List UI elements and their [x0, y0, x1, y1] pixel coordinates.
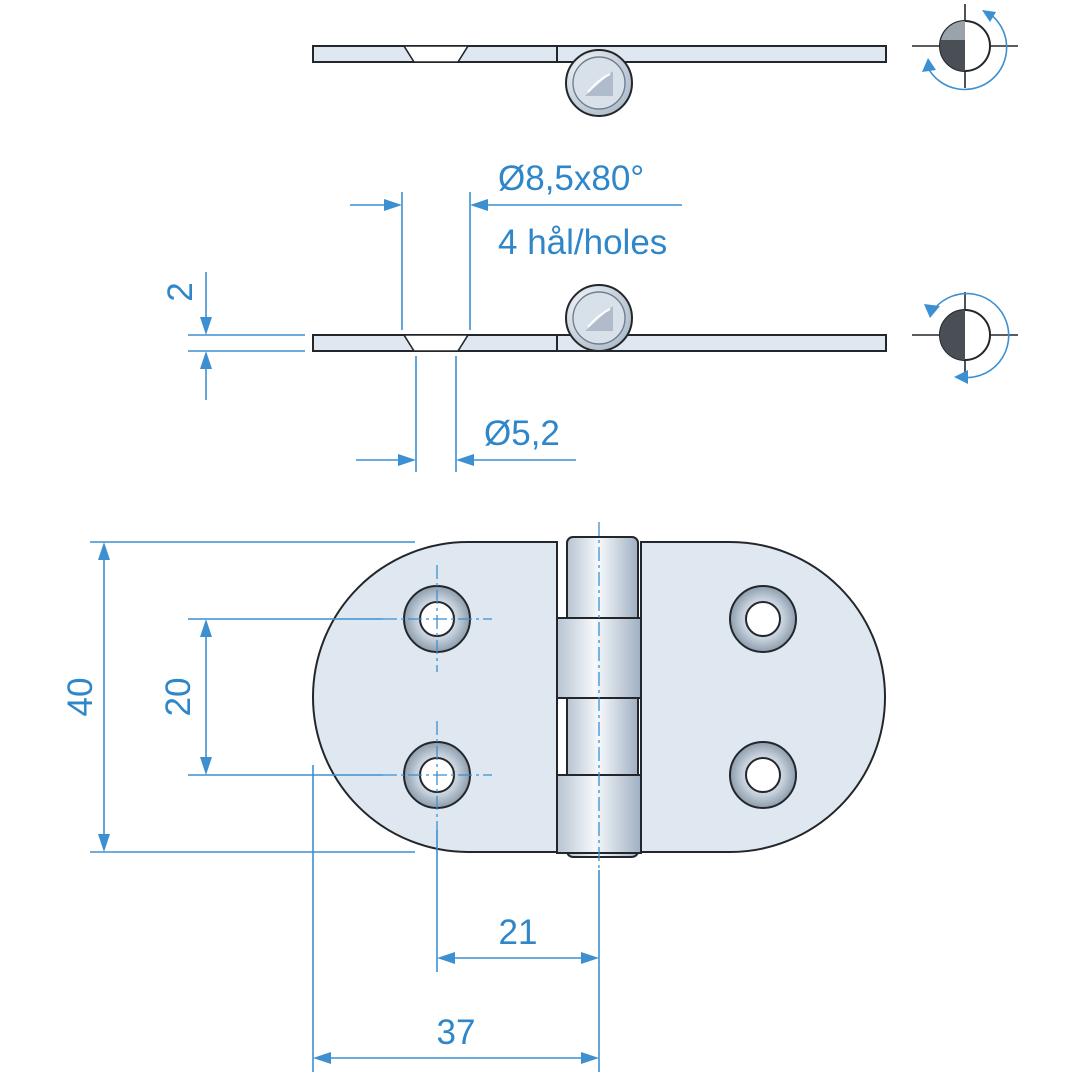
dimension-hole-to-pin: 21	[436, 830, 600, 1072]
boat-mark-icon	[585, 306, 613, 331]
dimension-hole-spacing: 20	[159, 618, 383, 776]
side-view-open	[312, 4, 1018, 117]
hole-to-pin-label: 21	[499, 913, 538, 952]
dimension-bore: Ø5,2	[356, 356, 576, 472]
rotation-arrow-icon	[924, 292, 1010, 384]
center-lines	[383, 522, 600, 870]
knuckle-section	[565, 284, 633, 352]
hole-top-right	[729, 585, 797, 653]
side-view-section: Ø8,5x80° 4 hål/holes 2 Ø5,2	[161, 159, 1018, 472]
front-view	[312, 522, 886, 870]
hole-spacing-label: 20	[159, 678, 198, 717]
knuckle-open	[565, 49, 633, 117]
dimension-thickness: 2	[161, 272, 305, 400]
thickness-label: 2	[161, 282, 200, 301]
edge-to-pin-label: 37	[437, 1013, 476, 1052]
right-leaf	[640, 541, 886, 853]
holes-note-label: 4 hål/holes	[498, 223, 667, 262]
countersink-notch	[402, 45, 470, 63]
hole-bottom-right	[729, 741, 797, 809]
bore-label: Ø5,2	[484, 414, 560, 453]
boat-mark-icon	[585, 71, 613, 96]
countersink-label: Ø8,5x80°	[498, 159, 644, 198]
rotation-symbol-section	[912, 292, 1018, 384]
dimension-height: 40	[61, 541, 415, 853]
dimension-countersink: Ø8,5x80° 4 hål/holes	[350, 159, 682, 330]
dimension-edge-to-pin: 37	[312, 765, 599, 1072]
height-label: 40	[61, 678, 100, 717]
countersink-notch-section	[402, 334, 470, 352]
rotation-arrow-icon	[922, 10, 1008, 91]
rotation-symbol-open	[912, 4, 1018, 91]
